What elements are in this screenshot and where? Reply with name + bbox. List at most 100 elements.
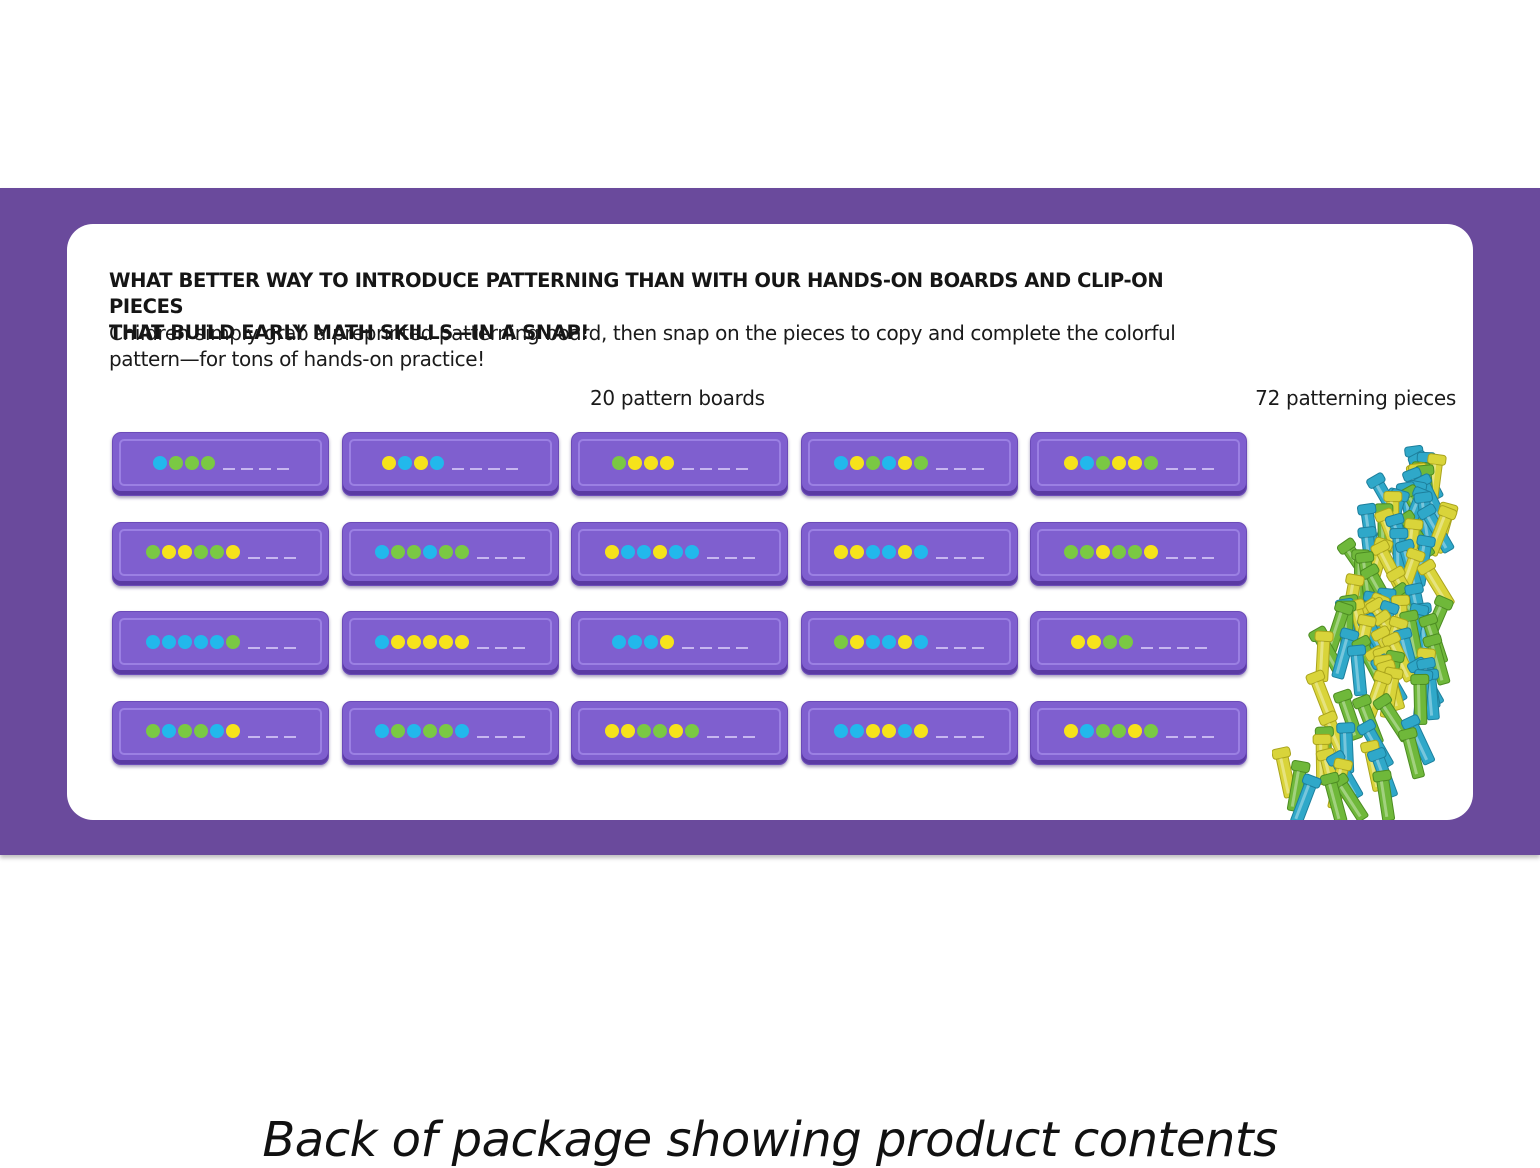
- pattern-blank: [972, 736, 984, 738]
- pattern-blanks: [936, 635, 984, 649]
- pattern-dot: [1095, 724, 1110, 738]
- pattern-dot: [407, 724, 421, 738]
- description-line-2: pattern—for tons of hands-on practice!: [109, 347, 485, 371]
- pattern-board-face: [578, 707, 781, 755]
- pattern-blank: [477, 736, 489, 738]
- pattern-dot: [1111, 724, 1126, 738]
- pattern-dot: [636, 724, 651, 738]
- pattern-dot: [1095, 455, 1110, 470]
- pattern-dot: [668, 545, 683, 559]
- pattern-dot: [620, 545, 635, 559]
- pattern-board-face: [1037, 528, 1240, 576]
- pattern-dot: [1095, 545, 1110, 559]
- pattern-blank: [936, 557, 948, 559]
- pattern-blank: [1140, 646, 1153, 649]
- pattern-dot: [423, 545, 437, 559]
- pattern-dot: [455, 724, 469, 738]
- pattern-dot: [225, 634, 240, 649]
- pattern-board: [341, 611, 559, 675]
- headline: WHAT BETTER WAY TO INTRODUCE PATTERNING …: [109, 268, 1229, 346]
- pattern-dot: [1143, 545, 1158, 559]
- pattern-dot: [177, 724, 192, 738]
- pattern-blank: [258, 467, 271, 470]
- pattern-board-face: [1037, 707, 1240, 755]
- pattern-blank: [724, 557, 737, 559]
- pattern-boards-caption: 20 pattern boards: [590, 386, 765, 410]
- pattern-blanks: [1165, 724, 1214, 738]
- pattern-dot: [1118, 634, 1133, 649]
- pattern-blank: [742, 557, 755, 559]
- pattern-dot: [898, 724, 912, 738]
- pattern-dot: [834, 634, 848, 649]
- pattern-dot: [455, 634, 469, 649]
- pattern-dot: [200, 455, 215, 470]
- pattern-blank: [954, 467, 966, 470]
- pattern-board: [571, 611, 788, 675]
- pattern-board-face: [578, 439, 781, 486]
- pattern-dot: [439, 634, 453, 649]
- pattern-dot: [684, 724, 699, 738]
- pattern-blank: [495, 646, 507, 649]
- pattern-blank: [954, 557, 966, 559]
- pattern-dot: [866, 455, 880, 470]
- pattern-board-face: [119, 707, 322, 755]
- pattern-blank: [735, 646, 748, 649]
- pattern-blank: [936, 467, 948, 470]
- pattern-board-face: [807, 618, 1011, 665]
- pattern-blank: [706, 736, 719, 738]
- pattern-blank: [276, 467, 289, 470]
- pattern-dot: [193, 634, 208, 649]
- pattern-blank: [972, 467, 984, 470]
- patterning-piece: [1416, 558, 1455, 609]
- pattern-blank: [452, 467, 464, 470]
- pattern-dot: [375, 545, 389, 559]
- pattern-dot: [439, 545, 453, 559]
- pattern-dot: [914, 545, 928, 559]
- pattern-dot: [1143, 455, 1158, 470]
- pattern-blank: [1165, 467, 1178, 470]
- patterning-piece: [1398, 727, 1425, 780]
- pattern-dot: [145, 724, 160, 738]
- pattern-dot: [152, 455, 167, 470]
- pattern-dot: [375, 634, 389, 649]
- pattern-blank: [742, 736, 755, 738]
- pattern-blank: [706, 557, 719, 559]
- pattern-blank: [283, 557, 296, 559]
- headline-line-2: THAT BUILD EARLY MATH SKILLS—IN A SNAP!: [109, 321, 589, 344]
- pattern-dot: [407, 545, 421, 559]
- pattern-dot: [914, 455, 928, 470]
- pattern-board-face: [119, 618, 322, 665]
- pattern-dot: [668, 724, 683, 738]
- pattern-blank: [513, 646, 525, 649]
- pattern-blank: [1165, 736, 1178, 738]
- pattern-board: [1030, 432, 1247, 496]
- pattern-dot: [1063, 724, 1078, 738]
- pattern-blanks: [247, 635, 296, 649]
- pattern-dot: [455, 545, 469, 559]
- pattern-dot: [423, 724, 437, 738]
- pattern-dot: [850, 634, 864, 649]
- pattern-dot: [882, 724, 896, 738]
- purple-package-band: WHAT BETTER WAY TO INTRODUCE PATTERNING …: [0, 188, 1540, 855]
- pattern-blank: [681, 646, 694, 649]
- pattern-blank: [265, 646, 278, 649]
- pattern-dot: [1086, 634, 1101, 649]
- pattern-blank: [222, 467, 235, 470]
- pattern-blank: [717, 467, 730, 470]
- pattern-blanks: [1140, 635, 1207, 649]
- pattern-board-face: [578, 618, 781, 665]
- patterning-piece: [1346, 644, 1368, 697]
- pattern-dot: [225, 724, 240, 738]
- pattern-dot: [391, 634, 405, 649]
- pattern-blank: [954, 646, 966, 649]
- pattern-dot: [914, 724, 928, 738]
- pattern-blank: [1158, 646, 1171, 649]
- pattern-dot: [652, 545, 667, 559]
- pattern-blank: [699, 467, 712, 470]
- pattern-dot: [611, 634, 626, 649]
- pattern-dot: [391, 724, 405, 738]
- pattern-dot: [209, 545, 224, 559]
- pattern-dot: [177, 545, 192, 559]
- pattern-dot: [620, 724, 635, 738]
- pattern-blank: [936, 646, 948, 649]
